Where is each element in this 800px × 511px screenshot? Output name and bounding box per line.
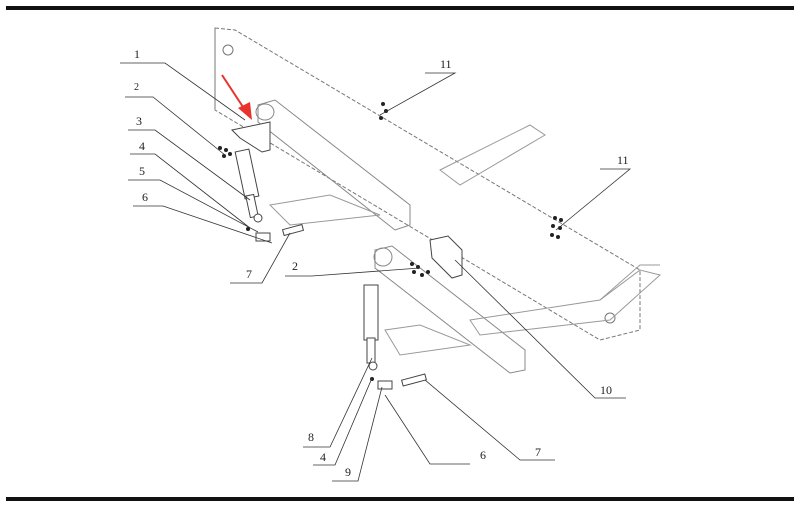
callout-2-rear: 2	[292, 259, 298, 273]
highlight-arrow-icon	[221, 74, 252, 120]
callout-2: 2	[134, 82, 139, 93]
shock-absorber-rear	[363, 284, 379, 371]
frame-rail	[214, 27, 641, 341]
leader-lines	[120, 62, 632, 482]
bottom-border-rule	[6, 497, 794, 501]
shock-bracket	[230, 121, 271, 153]
callout-11-lower: 11	[617, 153, 629, 167]
upper-spring-arm	[255, 99, 411, 231]
callout-9: 9	[345, 465, 351, 479]
callout-6-rear: 6	[480, 448, 486, 462]
callout-7: 7	[246, 267, 252, 281]
rear-bracket	[429, 235, 463, 279]
callout-8: 8	[308, 430, 314, 444]
axle-beams	[268, 124, 662, 356]
lower-spring-arm	[373, 245, 526, 374]
callout-5: 5	[139, 164, 145, 178]
callout-10: 10	[600, 383, 612, 397]
pins	[255, 223, 427, 390]
top-border-rule	[6, 6, 794, 10]
callout-4-rear: 4	[320, 450, 326, 464]
callout-1: 1	[134, 47, 140, 61]
shock-absorber-front	[234, 148, 263, 223]
callout-7-rear: 7	[535, 445, 541, 459]
callout-3: 3	[136, 114, 142, 128]
callout-4: 4	[139, 139, 145, 153]
callout-11-upper: 11	[440, 57, 452, 71]
callout-6: 6	[142, 190, 148, 204]
